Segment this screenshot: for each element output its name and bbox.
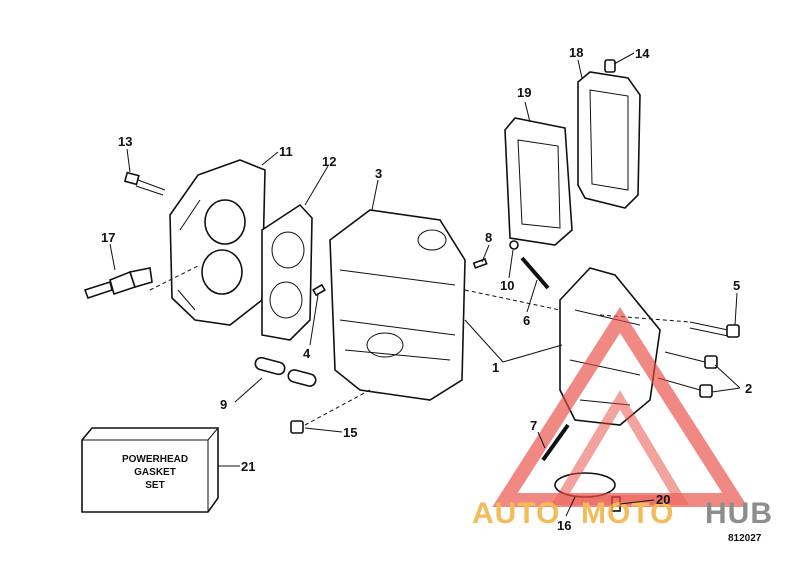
part-3-cylinder-block	[329, 209, 466, 401]
callout-19: 19	[517, 85, 531, 100]
callout-16: 16	[557, 518, 571, 533]
callout-leaders	[109, 52, 741, 517]
callout-17: 17	[101, 230, 115, 245]
watermark-hub: HUB	[705, 497, 773, 530]
part-17-spark-plug	[83, 267, 153, 300]
callout-9: 9	[220, 397, 227, 412]
part-11-cylinder-head	[169, 159, 266, 326]
part-5-bolt	[689, 321, 740, 338]
callout-20: 20	[656, 492, 670, 507]
callout-6: 6	[523, 313, 530, 328]
callout-7: 7	[530, 418, 537, 433]
callout-3: 3	[375, 166, 382, 181]
callout-13: 13	[118, 134, 132, 149]
watermark-moto: MOTO	[581, 497, 674, 530]
callout-2: 2	[745, 381, 752, 396]
callout-14: 14	[635, 46, 650, 61]
callout-5: 5	[733, 278, 740, 293]
gasket-box-line-3: SET	[145, 480, 164, 491]
callout-18: 18	[569, 45, 583, 60]
part-12-head-gasket	[261, 203, 313, 341]
part-15-nut	[290, 420, 304, 434]
part-2-bolts	[657, 351, 718, 398]
callout-4: 4	[303, 346, 311, 361]
part-6-rod	[520, 256, 550, 290]
part-4-dowel-pin	[312, 283, 326, 297]
part-7-pin	[541, 423, 570, 462]
part-9-dowel-pins	[254, 356, 317, 387]
callout-21: 21	[241, 459, 255, 474]
callout-8: 8	[485, 230, 492, 245]
part-14-screw	[604, 59, 616, 73]
callout-numbers: 13 11 12 3 17 4 9 15 21 8 10 6 1 5 2 7 1…	[101, 45, 752, 533]
figure-code: 812027	[728, 533, 762, 544]
callout-1: 1	[492, 360, 499, 375]
watermark-logo: AUTO MOTO HUB	[472, 306, 773, 530]
part-19-cover-gasket	[504, 117, 573, 246]
gasket-box-line-2: GASKET	[134, 467, 176, 478]
part-10-ball	[509, 240, 519, 250]
part-18-cover-plate	[577, 71, 641, 209]
callout-10: 10	[500, 278, 514, 293]
gasket-box-line-1: POWERHEAD	[122, 454, 188, 465]
callout-12: 12	[322, 154, 336, 169]
watermark-auto: AUTO	[472, 497, 560, 530]
part-13-bolt	[123, 171, 166, 196]
part-8-pin	[472, 258, 488, 269]
part-21-gasket-set-box: POWERHEAD GASKET SET	[81, 427, 219, 513]
callout-15: 15	[343, 425, 357, 440]
callout-11: 11	[279, 144, 293, 159]
